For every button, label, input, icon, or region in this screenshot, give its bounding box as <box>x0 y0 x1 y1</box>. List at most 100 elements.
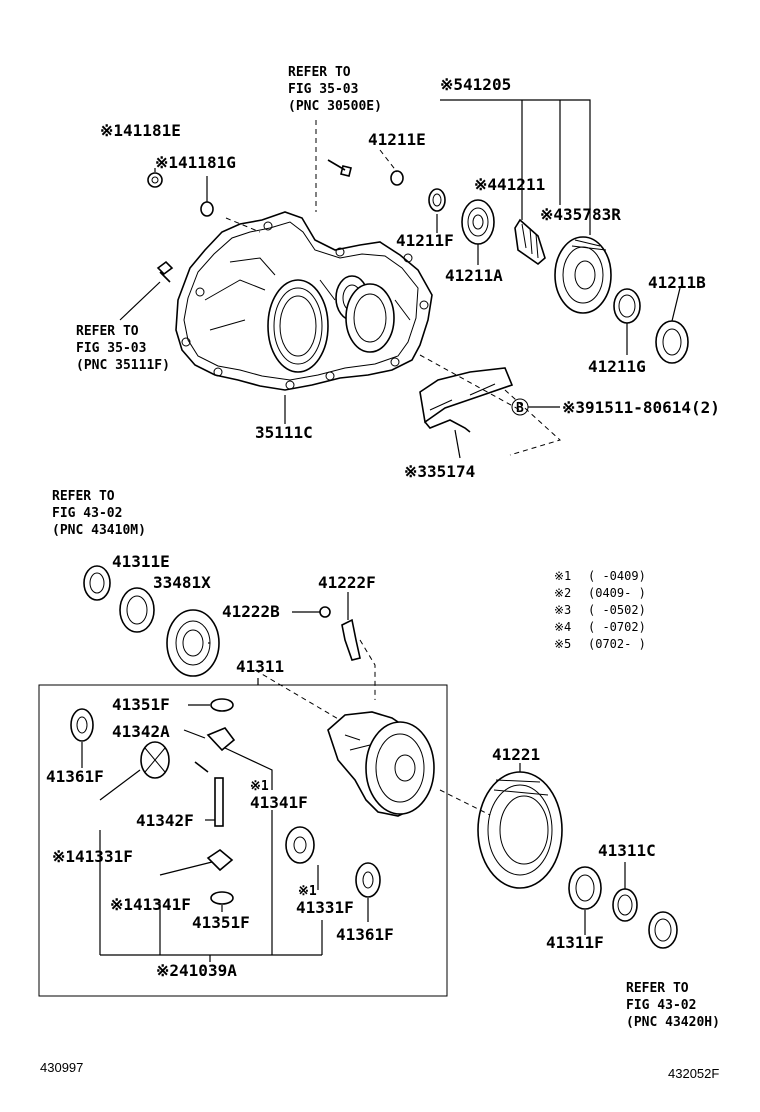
legend: ※1 ( -0409) ※2 (0409- ) ※3 ( -0502) ※4 (… <box>554 569 646 651</box>
label-41039a: ※241039A <box>156 961 237 980</box>
bearing-33481x <box>119 587 155 633</box>
svg-text:REFER TO: REFER TO <box>626 981 689 996</box>
label-41351f-a: 41351F <box>112 695 170 714</box>
pinion-shaft-41211 <box>514 218 546 266</box>
legend-mark-3: ※3 <box>554 603 571 617</box>
refer-43420h-label: REFER TO FIG 43-02 (PNC 43420H) <box>626 981 720 1030</box>
label-41211a: 41211A <box>445 266 503 285</box>
shaft-41342f <box>214 777 224 827</box>
seal-41311e <box>83 565 111 601</box>
plug-41181e <box>147 172 163 188</box>
refer-35111f-label: REFER TO FIG 35-03 (PNC 35111F) <box>76 324 170 373</box>
bolt-41222b <box>319 606 331 618</box>
bearing-41211a <box>461 199 495 245</box>
label-33481x: 33481X <box>153 573 211 592</box>
ring-gear-41221 <box>477 771 563 889</box>
pin-41342a <box>194 761 209 773</box>
diff-case <box>327 711 435 817</box>
label-41221: 41221 <box>492 745 540 764</box>
footer-right-code: 432052F <box>668 1066 719 1081</box>
label-41222b: 41222B <box>222 602 280 621</box>
seal-41211g <box>613 288 641 324</box>
svg-text:FIG 35-03: FIG 35-03 <box>76 341 146 356</box>
legend-range-5: (0702- ) <box>588 637 646 651</box>
refer-43410m-label: REFER TO FIG 43-02 (PNC 43410M) <box>52 489 146 538</box>
legend-mark-5: ※5 <box>554 637 571 651</box>
washer-41351f-b <box>210 891 234 905</box>
svg-text:(PNC 43420H): (PNC 43420H) <box>626 1015 720 1030</box>
label-91511: ※391511-80614(2) <box>562 398 720 417</box>
differential-group-box <box>38 684 448 997</box>
label-41351f-b: 41351F <box>192 913 250 932</box>
svg-text:(PNC 35111F): (PNC 35111F) <box>76 358 170 373</box>
refer-30500e-label: REFER TO FIG 35-03 (PNC 30500E) <box>288 65 382 114</box>
label-41311: 41311 <box>236 657 284 676</box>
label-41311e: 41311E <box>112 552 170 571</box>
label-41205: ※541205 <box>440 75 511 94</box>
transaxle-case-35111c <box>175 211 433 391</box>
svg-text:(PNC 30500E): (PNC 30500E) <box>288 99 382 114</box>
label-41211f-top: 41211F <box>396 231 454 250</box>
top-leaders <box>119 99 681 459</box>
svg-text:FIG 35-03: FIG 35-03 <box>288 82 358 97</box>
label-41341f-b: ※141341F <box>110 895 191 914</box>
legend-mark-2: ※2 <box>554 586 571 600</box>
label-435783r: ※435783R <box>540 205 621 224</box>
legend-mark-4: ※4 <box>554 620 571 634</box>
label-41222f: 41222F <box>318 573 376 592</box>
svg-text:FIG 43-02: FIG 43-02 <box>626 998 696 1013</box>
washer-41351f-a <box>210 698 234 712</box>
legend-mark-1: ※1 <box>554 569 571 583</box>
label-41342f: 41342F <box>136 811 194 830</box>
label-41211b: 41211B <box>648 273 706 292</box>
label-41361f-a: 41361F <box>46 767 104 786</box>
bearing-41311f <box>568 866 602 910</box>
legend-range-2: (0409- ) <box>588 586 646 600</box>
seal-41211f-top <box>428 188 446 212</box>
bolt-refer-35111f <box>156 260 174 283</box>
shim-41311c <box>612 888 638 922</box>
side-gear-41331f-a <box>140 741 170 779</box>
footer-left-code: 430997 <box>40 1060 83 1075</box>
callout-b-circle <box>511 398 529 416</box>
legend-range-3: ( -0502) <box>588 603 646 617</box>
svg-text:(PNC 43410M): (PNC 43410M) <box>52 523 146 538</box>
bottom-leaders <box>81 592 626 962</box>
label-41331f-b-mark: ※1 <box>298 884 317 899</box>
label-41181g: ※141181G <box>155 153 236 172</box>
label-41341f-a: 41341F <box>250 793 308 812</box>
svg-text:REFER TO: REFER TO <box>52 489 115 504</box>
label-41361f-b: 41361F <box>336 925 394 944</box>
cover-35174 <box>419 367 514 433</box>
label-41342a: 41342A <box>112 722 170 741</box>
label-41181e: ※141181E <box>100 121 181 140</box>
label-41211g: 41211G <box>588 357 646 376</box>
pinion-41341f-a <box>206 727 236 752</box>
seal-41211e <box>390 170 404 186</box>
pinion-41341f-b <box>206 849 234 872</box>
label-41331f-b: 41331F <box>296 898 354 917</box>
svg-text:REFER TO: REFER TO <box>76 324 139 339</box>
label-35111c: 35111C <box>255 423 313 442</box>
bearing-41211b <box>655 320 689 364</box>
label-35174: ※335174 <box>404 462 475 481</box>
gasket-41181g <box>200 201 214 217</box>
label-41211: ※441211 <box>474 175 545 194</box>
label-41311c: 41311C <box>598 841 656 860</box>
clip-41222f <box>341 618 361 661</box>
svg-text:REFER TO: REFER TO <box>288 65 351 80</box>
label-41311f: 41311F <box>546 933 604 952</box>
washer-41361f-b <box>355 862 381 898</box>
label-41211e: 41211E <box>368 130 426 149</box>
side-gear-41331f-b <box>285 826 315 864</box>
label-41331f-a: ※141331F <box>52 847 133 866</box>
legend-range-1: ( -0409) <box>588 569 646 583</box>
svg-text:FIG 43-02: FIG 43-02 <box>52 506 122 521</box>
bolt-refer-30500e <box>327 159 352 177</box>
label-41341f-a-mark: ※1 <box>250 779 269 794</box>
washer-41361f-a <box>70 708 94 742</box>
bearing-41311 <box>166 609 220 677</box>
callout-b: B <box>516 401 524 416</box>
seal-refer-43420h <box>648 911 678 949</box>
